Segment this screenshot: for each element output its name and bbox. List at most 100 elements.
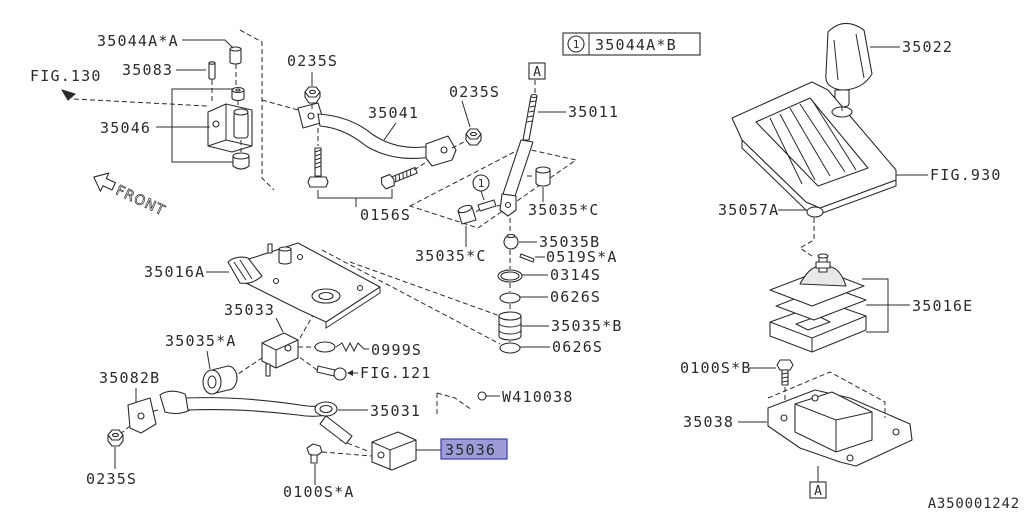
- part-0235S-nut-bottom: [107, 429, 124, 447]
- guide-lines-right-shape: [767, 371, 886, 418]
- part-0156S-bolt-vertical: [307, 147, 329, 188]
- guide-lines-base-shape: [321, 451, 373, 457]
- label-35044A-A[interactable]: 35044A*A: [97, 32, 179, 50]
- label-0235S-top[interactable]: 0235S: [287, 52, 338, 70]
- part-35035C-bushing-left-shape: [457, 204, 473, 214]
- part-35038-bracket-shape: [794, 391, 873, 453]
- label-35036[interactable]: 35036: [445, 441, 496, 459]
- section-marker-top-shape: [528, 62, 546, 80]
- part-35016A-base-shape: [278, 246, 292, 252]
- label-fig130[interactable]: FIG.130: [30, 67, 102, 85]
- label-0235S-bottom[interactable]: 0235S: [86, 470, 137, 488]
- label-35083[interactable]: 35083: [122, 61, 173, 79]
- part-0314S-ring: [497, 269, 523, 283]
- label-35022[interactable]: 35022: [902, 38, 953, 56]
- label-35044A-B[interactable]: 35044A*B: [595, 36, 677, 54]
- part-35046-bracket-shape: [207, 104, 253, 147]
- part-35011-rod-shape: [526, 100, 537, 123]
- part-35036-bracket-shape: [371, 439, 417, 470]
- guide-lines-top-middle-shape: [413, 160, 429, 171]
- label-35035B[interactable]: 35035B: [539, 233, 600, 251]
- guide-lines-top-middle-shape: [451, 140, 467, 149]
- part-fig121-bolt: [316, 365, 347, 381]
- label-fig121[interactable]: FIG.121: [360, 364, 432, 382]
- part-35033-joint-shape: [265, 363, 271, 377]
- part-0519S-A-pin: [519, 253, 535, 263]
- label-35082B[interactable]: 35082B: [99, 369, 160, 387]
- label-0235S-right[interactable]: 0235S: [449, 83, 500, 101]
- part-0156S-bolt-diagonal-shape: [390, 166, 418, 184]
- label-0626S-lower[interactable]: 0626S: [552, 338, 603, 356]
- fig130-arrow-icon-shape: [61, 89, 76, 101]
- label-w410038[interactable]: W410038: [502, 388, 574, 406]
- part-35046-bracket-shape: [212, 120, 220, 128]
- label-35035-B[interactable]: 35035*B: [551, 317, 623, 335]
- label-fig930[interactable]: FIG.930: [930, 166, 1002, 184]
- part-35035C-bushing-right-shape: [535, 169, 551, 187]
- label-35035-A[interactable]: 35035*A: [165, 332, 237, 350]
- label-0519S-A[interactable]: 0519S*A: [546, 248, 618, 266]
- part-35041-rod: [297, 102, 457, 167]
- label-35038[interactable]: 35038: [683, 413, 734, 431]
- guide-lines-top-left-shape: [73, 98, 208, 107]
- part-35044A-A-pin: [229, 46, 242, 65]
- part-35016A-base-shape: [318, 291, 334, 301]
- part-fig121-bolt-shape: [333, 367, 347, 381]
- part-0999S-washer-shape: [314, 341, 336, 353]
- part-35011-rod: [499, 93, 538, 217]
- part-35011-rod-shape: [530, 93, 538, 99]
- label-35011[interactable]: 35011: [568, 103, 619, 121]
- leader-lines-base: [114, 271, 500, 485]
- part-0519S-A-pin-shape: [519, 253, 535, 263]
- part-35033-joint-shape: [261, 339, 299, 368]
- label-0314S[interactable]: 0314S: [550, 266, 601, 284]
- label-0999S[interactable]: 0999S: [371, 341, 422, 359]
- leader-lines-top-middle-shape: [317, 189, 393, 199]
- highlight-box[interactable]: [440, 438, 508, 460]
- part-35011-rod-shape: [522, 95, 538, 141]
- part-35083-pin-shape: [208, 61, 216, 65]
- label-0626S-upper[interactable]: 0626S: [550, 288, 601, 306]
- part-35041-rod-shape: [440, 146, 448, 154]
- label-35041[interactable]: 35041: [368, 104, 419, 122]
- leader-lines-top-left: [156, 39, 234, 163]
- part-0999S-washer: [314, 341, 336, 353]
- part-0156S-bolt-diagonal-shape: [395, 169, 412, 182]
- front-arrow-icon: FRONT: [93, 172, 168, 220]
- guide-lines-top-left-shape: [239, 29, 275, 191]
- part-0235S-nut-right-shape: [469, 131, 478, 137]
- part-0156S-bolt-diagonal: [380, 166, 418, 190]
- front-arrow-icon-shape: [93, 172, 116, 192]
- label-35057A[interactable]: 35057A: [718, 201, 779, 219]
- label-35016E[interactable]: 35016E: [912, 297, 973, 315]
- part-35035C-bushing-right: [535, 166, 551, 187]
- label-35033[interactable]: 35033: [224, 301, 275, 319]
- part-35036-bracket-shape: [371, 431, 417, 471]
- label-35035C-right[interactable]: 35035*C: [528, 201, 600, 219]
- part-35022-shift-knob-shape: [833, 33, 865, 81]
- part-35044A-B-pin-shape: [477, 199, 497, 212]
- label-0100S-B[interactable]: 0100S*B: [680, 359, 752, 377]
- label-0100S-A[interactable]: 0100S*A: [283, 483, 355, 501]
- callout-circle: 1: [472, 174, 490, 192]
- leader-lines-right: [738, 46, 928, 482]
- section-marker-bottom-shape: [809, 481, 827, 499]
- label-35035C-left[interactable]: 35035*C: [415, 247, 487, 265]
- part-35041-rod-shape: [307, 112, 315, 120]
- part-35031-rod-shape: [185, 397, 331, 417]
- part-0626S-washer-upper: [499, 292, 521, 304]
- part-0626S-washer-lower-shape: [499, 342, 521, 354]
- guide-lines-35011: [408, 80, 578, 342]
- part-35057A-cap-shape: [806, 206, 824, 218]
- guide-lines-right: [767, 106, 886, 418]
- label-35016A[interactable]: 35016A: [144, 263, 205, 281]
- part-35082B-plate: [127, 397, 157, 434]
- label-35046[interactable]: 35046: [100, 119, 151, 137]
- highlighted-part-callout[interactable]: 35036: [440, 438, 508, 460]
- guide-lines-base-shape: [231, 357, 263, 379]
- part-35031-rod: [159, 390, 353, 445]
- part-35035B-ball-shape: [506, 233, 516, 239]
- label-0156S[interactable]: 0156S: [360, 206, 411, 224]
- label-35031[interactable]: 35031: [370, 402, 421, 420]
- leader-lines-top-middle-shape: [383, 122, 397, 141]
